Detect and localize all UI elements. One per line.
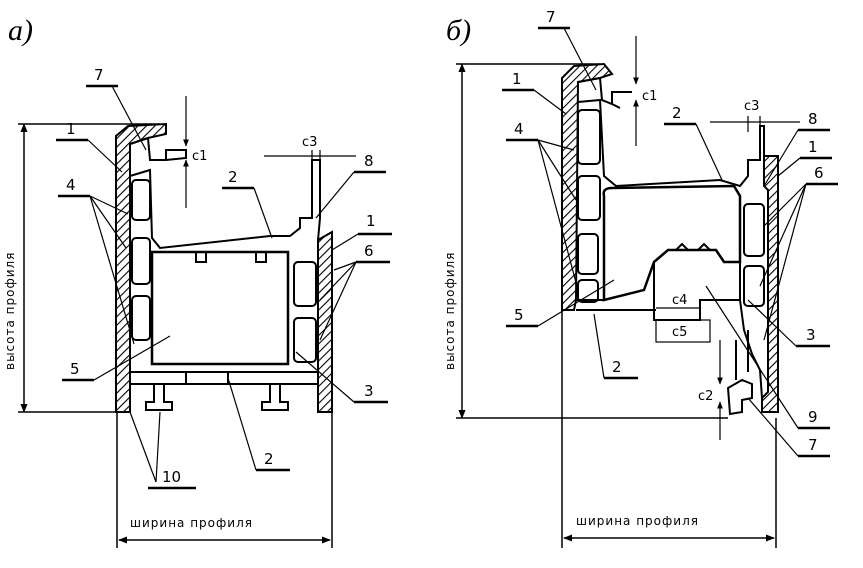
panel-b-callout-1: 1	[502, 70, 567, 115]
panel-a-callout-1: 1	[56, 120, 123, 173]
callout-label: 2	[264, 450, 274, 468]
panel-a-chamber-l2	[131, 237, 151, 285]
panel-b-chamber-l4	[577, 279, 599, 303]
panel-b-label: б)	[446, 14, 471, 47]
panel-a-callout-8: 8	[315, 152, 386, 219]
panel-b-c5-box	[655, 319, 711, 343]
panel-b-bottom-flange	[576, 299, 763, 399]
panel-a-inner-frame	[129, 159, 321, 250]
callout-label: 1	[366, 212, 376, 230]
panel-b-chamber-l1	[577, 109, 601, 165]
callout-label: 4	[66, 176, 76, 194]
panel-a-callout-4: 4	[58, 176, 135, 345]
panel-a-height-label: высота профиля	[3, 252, 17, 370]
callout-label: 5	[70, 360, 80, 378]
panel-a: а) высота профиля ширина профиля	[3, 14, 392, 548]
panel-a-bottom-flange	[129, 371, 319, 385]
callout-label: 3	[364, 382, 374, 400]
panel-b-height-label: высота профиля	[443, 252, 457, 370]
callout-label: 4	[514, 120, 524, 138]
panel-b-main-chamber	[602, 184, 742, 302]
panel-b-chamber-l3	[577, 233, 599, 275]
callout-label: 7	[94, 66, 104, 84]
panel-a-callout-5: 5	[62, 335, 171, 382]
panel-a-callout-6: 6	[319, 242, 390, 341]
panel-b-insert	[653, 249, 741, 321]
panel-b-callout-4: 4	[506, 120, 579, 291]
callout-label: 1	[66, 120, 76, 138]
panel-b-callout-3: 3	[747, 299, 830, 348]
callout-label: 6	[814, 164, 824, 182]
panel-b-insert-top	[675, 242, 711, 251]
panel-b-callout-9: 9	[705, 285, 830, 430]
callout-label: 9	[808, 408, 818, 426]
callout-label: 7	[808, 436, 818, 454]
callout-label: 5	[514, 306, 524, 324]
panel-b-chamber-r1	[743, 203, 765, 257]
panel-b-c1-label: c1	[642, 89, 657, 104]
panel-b: б) высота профиля ширина профиля	[443, 8, 838, 548]
panel-a-callout-2-top: 2	[222, 168, 273, 239]
panel-b-c3-label: c3	[744, 99, 759, 114]
panel-a-web	[185, 372, 229, 384]
panel-b-c2-label: c2	[698, 389, 713, 404]
callout-label: 3	[806, 326, 816, 344]
panel-a-main-chamber	[150, 250, 290, 366]
panel-a-chamber-l3	[131, 295, 151, 341]
panel-a-foot-2	[261, 384, 289, 411]
callout-label: 2	[228, 168, 238, 186]
panel-a-chamber-l1	[131, 179, 151, 221]
panel-b-left-wall	[561, 62, 614, 311]
panel-a-callout-1-right: 1	[331, 212, 392, 251]
panel-a-c3-label: c3	[302, 135, 317, 150]
panel-a-width-label: ширина профиля	[130, 516, 253, 530]
panel-b-callout-8: 8	[763, 110, 830, 187]
callout-label: 1	[808, 138, 818, 156]
panel-b-callout-7-bottom: 7	[747, 397, 830, 458]
panel-b-lip	[577, 76, 632, 109]
panel-a-lip	[129, 136, 187, 161]
panel-b-callout-2-bottom: 2	[593, 313, 638, 380]
panel-a-foot-1	[145, 384, 173, 411]
callout-label: 2	[612, 358, 622, 376]
panel-a-callout-10: 10	[129, 411, 196, 490]
panel-b-lower-bead	[726, 378, 753, 416]
panel-b-callout-7-top: 7	[538, 8, 597, 91]
panel-a-callout-2-bottom: 2	[227, 377, 290, 472]
panel-a-chamber-r2	[293, 317, 317, 363]
panel-b-chamber-r2	[743, 265, 765, 307]
panel-a-c1-label: c1	[192, 149, 207, 164]
panel-b-width-label: ширина профиля	[576, 514, 699, 528]
callout-label: 7	[546, 8, 556, 26]
panel-b-callout-6: 6	[759, 164, 838, 341]
callout-label: 8	[808, 110, 818, 128]
panel-a-chamber-r1	[293, 261, 317, 307]
callout-label: 2	[672, 104, 682, 122]
panel-a-callout-7: 7	[86, 66, 147, 151]
callout-label: 6	[364, 242, 374, 260]
callout-label: 8	[364, 152, 374, 170]
panel-b-c4-label: c4	[672, 293, 687, 308]
panel-a-right-wall	[317, 230, 333, 413]
callout-label: 10	[162, 468, 181, 486]
panel-b-callout-5: 5	[506, 279, 615, 328]
panel-b-inner-frame	[577, 98, 765, 188]
panel-a-notch	[195, 252, 267, 263]
panel-b-chamber-l2	[577, 175, 601, 221]
callout-label: 1	[512, 70, 522, 88]
panel-b-callout-2-top: 2	[664, 104, 723, 181]
panel-a-callout-3: 3	[295, 351, 388, 404]
panel-a-left-wall	[115, 122, 167, 413]
panel-a-label: а)	[8, 14, 33, 47]
panel-b-c5-label: c5	[672, 325, 687, 340]
panel-b-callout-1-right: 1	[777, 138, 832, 177]
